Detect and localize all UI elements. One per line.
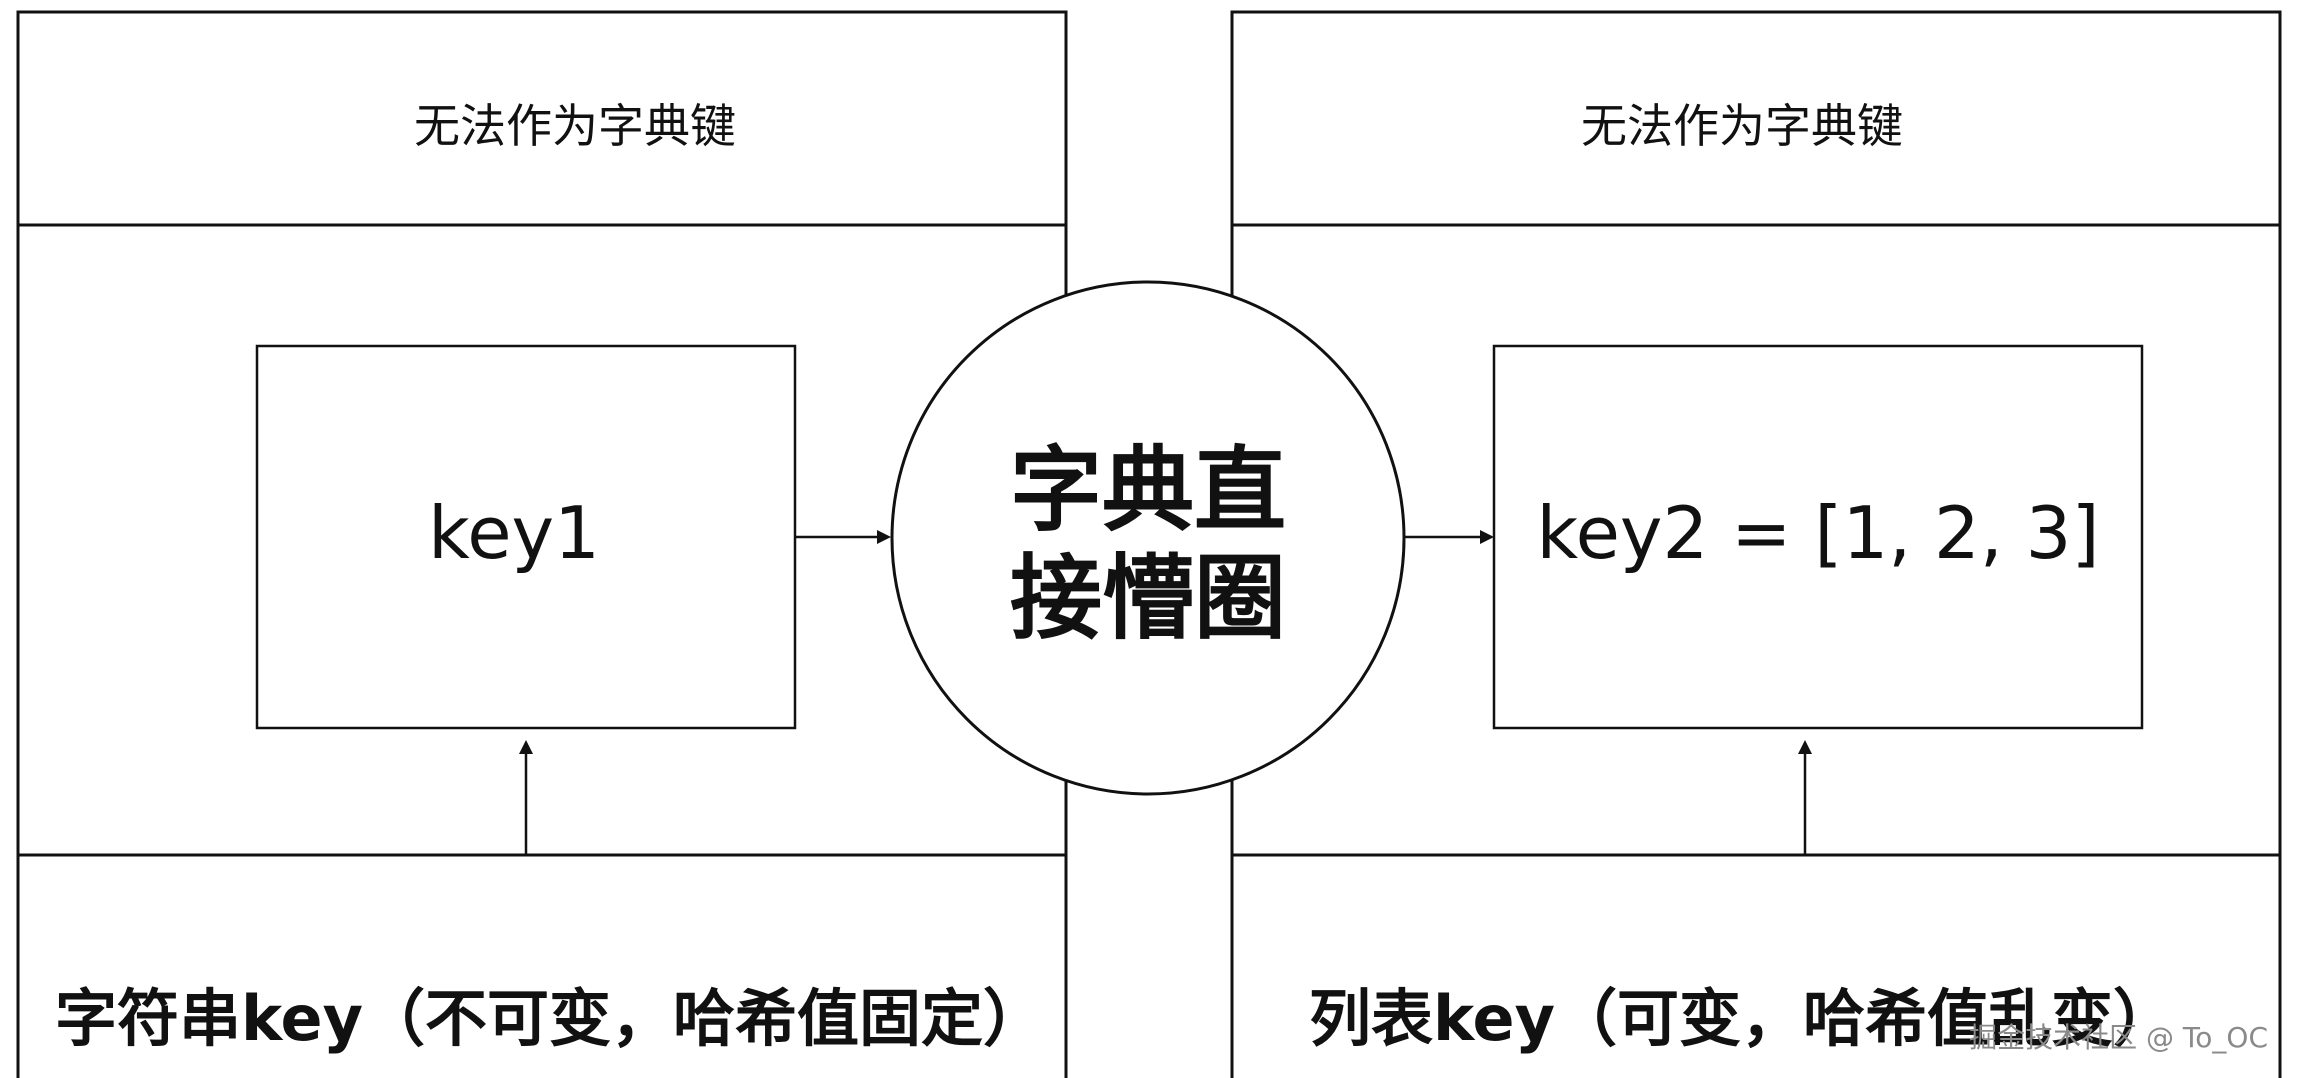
left-key-label: key1 [428,491,600,575]
left-up-arrow-head [519,740,533,754]
right-panel-footer: 列表key（可变，哈希值乱变） [1309,982,2175,1055]
left-panel-header: 无法作为字典键 [414,99,736,153]
left-panel-footer: 字符串key（不可变，哈希值固定） [55,982,1045,1055]
left-to-hub-arrow-head [877,530,891,544]
connector-arrows [795,530,1494,544]
right-panel: 无法作为字典键 key2 = [1, 2, 3] 列表key（可变，哈希值乱变） [1230,10,2282,1078]
hub-to-right-arrow-head [1480,530,1494,544]
hub: 字典直 接懵圈 [890,280,1406,796]
watermark: 掘金技术社区 @ To_OC [1969,1021,2268,1054]
right-key-label: key2 = [1, 2, 3] [1536,491,2099,575]
hub-line-2: 接懵圈 [1010,545,1286,652]
right-panel-header: 无法作为字典键 [1581,99,1903,153]
right-key-box [1492,344,2144,730]
right-up-arrow-head [1798,740,1812,754]
hub-line-1: 字典直 [1010,437,1286,544]
